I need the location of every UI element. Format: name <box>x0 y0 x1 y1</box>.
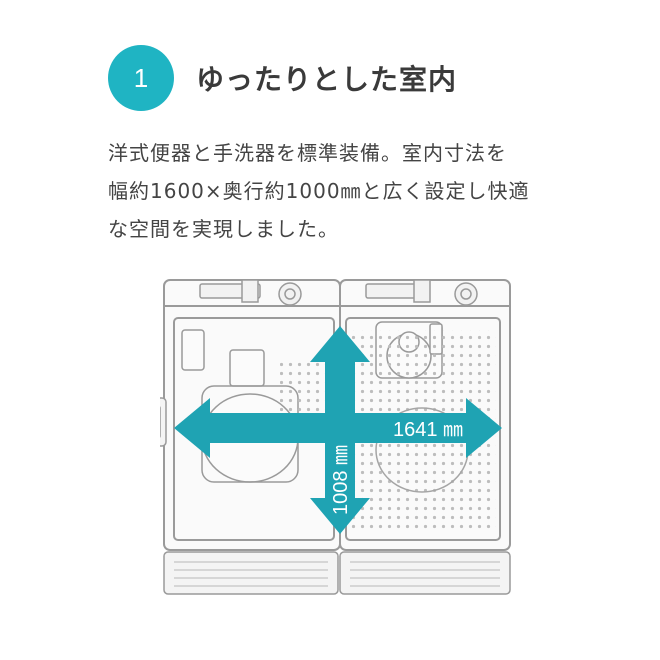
door-handle <box>160 397 167 447</box>
top-fixtures <box>199 279 478 306</box>
depth-dimension-label: 1008 ㎜ <box>330 445 352 515</box>
description: 洋式便器と手洗器を標準装備。室内寸法を 幅約1600×奥行約1000㎜と広く設定… <box>108 134 578 248</box>
entry-steps <box>163 551 511 595</box>
section-number-badge: 1 <box>108 45 174 111</box>
depth-arrow: 1008 ㎜ <box>310 326 370 534</box>
floor-plan-diagram: 1641 ㎜ 1008 ㎜ <box>160 270 516 600</box>
description-line-1: 洋式便器と手洗器を標準装備。室内寸法を <box>108 141 507 165</box>
section-number: 1 <box>133 62 149 93</box>
description-line-3: な空間を実現しました。 <box>108 217 339 241</box>
width-dimension-label: 1641 ㎜ <box>393 419 463 441</box>
description-line-2: 幅約1600×奥行約1000㎜と広く設定し快適 <box>108 179 530 203</box>
section-title: ゆったりとした室内 <box>196 63 458 96</box>
